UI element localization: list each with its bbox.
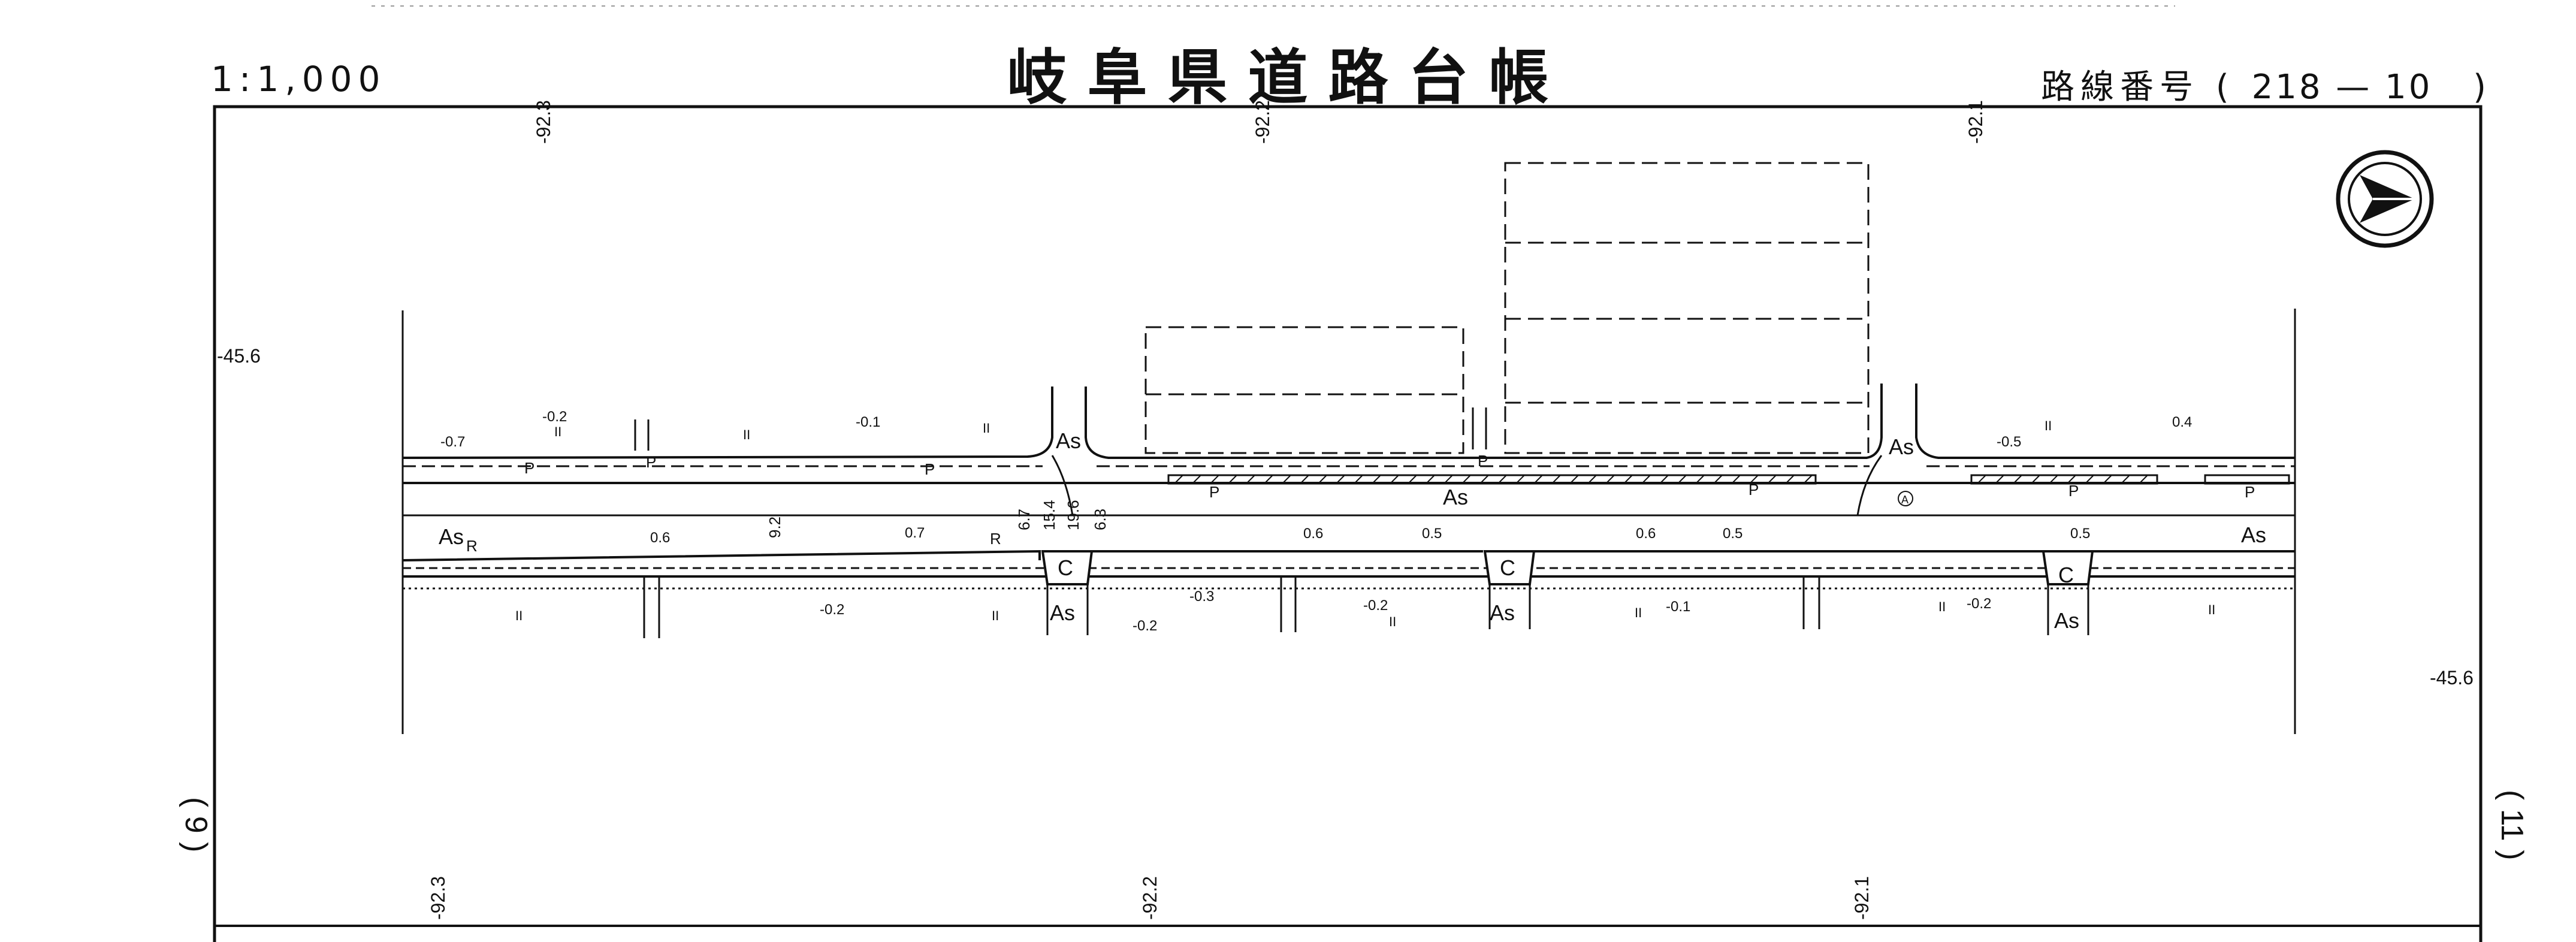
route-number-label: 路線番号 ( 218 — 10 ) — [2041, 60, 2492, 108]
width-dimension-2: 6.7 — [1015, 509, 1033, 530]
width-dimension-1: 9.2 — [766, 517, 784, 538]
tick-mark-1: II — [554, 424, 561, 439]
parking-label-4: P — [1478, 452, 1488, 470]
parking-hatch-east — [1977, 475, 2148, 484]
gutter-label-2: R — [990, 530, 1001, 548]
side-street-3 — [2047, 584, 2089, 635]
spot-height-lower-1: -0.2 — [820, 602, 844, 618]
spot-height-road-4: 0.5 — [1422, 526, 1442, 542]
concrete-label-1: C — [1058, 555, 1073, 580]
route-label-text: 路線番号 — [2041, 68, 2200, 107]
width-dimension-4: 19.6 — [1064, 500, 1082, 530]
building-outline-1 — [1144, 326, 1464, 454]
spot-height-lower-5: -0.1 — [1666, 599, 1690, 615]
spot-height-road-7: 0.5 — [2070, 526, 2090, 542]
map-scale: 1:1,000 — [211, 59, 386, 99]
elevation-top-mid: -92.2 — [1252, 100, 1273, 144]
elevation-bottom-right: -92.1 — [1851, 876, 1873, 920]
building-outline-2 — [1504, 162, 1870, 454]
spot-height-road-3: 0.6 — [1303, 526, 1323, 542]
parking-label-7: P — [2068, 482, 2079, 500]
asphalt-label-7: As — [1490, 600, 1515, 625]
gutter-label-1: R — [466, 537, 478, 555]
north-driveway-1 — [634, 419, 650, 451]
asphalt-label-1: As — [1056, 428, 1081, 453]
tick-mark-10: II — [2208, 602, 2215, 617]
parking-label-5: P — [1209, 483, 1219, 501]
spot-height-lower-3: -0.3 — [1189, 588, 1214, 605]
elevation-left-edge: -45.6 — [217, 345, 261, 367]
circled-a-marker: A — [1898, 491, 1913, 506]
elevation-top-right: -92.1 — [1965, 100, 1986, 144]
tick-mark-3: II — [983, 421, 990, 436]
driveway-2 — [1280, 576, 1297, 632]
north-edge-east — [1915, 384, 2295, 459]
spot-height-upper-1: -0.7 — [440, 434, 465, 450]
spot-height-upper-3: -0.1 — [856, 414, 880, 430]
asphalt-label-3: As — [1443, 485, 1468, 509]
concrete-label-3: C — [2058, 563, 2074, 587]
sheet-number-left: ( 9 ) — [179, 797, 213, 852]
parking-label-3: P — [925, 460, 935, 478]
elevation-bottom-mid: -92.2 — [1139, 876, 1161, 920]
elevation-right-edge: -45.6 — [2430, 667, 2474, 689]
spot-height-road-5: 0.6 — [1636, 526, 1656, 542]
spot-height-lower-4: -0.2 — [1363, 597, 1388, 614]
asphalt-label-4: As — [439, 524, 464, 549]
elevation-bottom-left: -92.3 — [427, 876, 449, 920]
spot-height-lower-6: -0.2 — [1967, 596, 1991, 612]
parking-strip-far-east — [2204, 474, 2290, 485]
tick-mark-8: II — [1635, 605, 1642, 620]
width-dimension-5: 6.3 — [1091, 509, 1109, 530]
tick-mark-2: II — [743, 427, 750, 442]
spot-height-road-2: 0.7 — [905, 525, 925, 541]
width-dimension-3: 15.4 — [1040, 500, 1058, 530]
side-street-2 — [1488, 584, 1531, 629]
tick-mark-9: II — [1938, 599, 1946, 614]
asphalt-label-2: As — [1889, 434, 1914, 459]
tick-mark-4: II — [2045, 418, 2052, 433]
spot-height-upper-4: -0.5 — [1997, 434, 2021, 450]
asphalt-label-8: As — [2054, 608, 2079, 633]
concrete-label-2: C — [1500, 555, 1515, 580]
parking-label-8: P — [2245, 483, 2255, 501]
south-curb-west — [402, 550, 1041, 561]
north-arrow-icon — [2336, 150, 2434, 248]
spot-height-upper-2: -0.2 — [542, 409, 567, 425]
parking-label-1: P — [524, 459, 534, 477]
north-edge-mid — [1085, 384, 1883, 459]
route-open-paren: ( — [2215, 68, 2235, 107]
route-close-paren: ) — [2473, 68, 2492, 107]
north-edge-west — [402, 387, 1053, 459]
asphalt-label-6: As — [1050, 600, 1075, 625]
spot-height-road-6: 0.5 — [1723, 526, 1743, 542]
north-access-curve-east — [1856, 455, 1883, 516]
north-driveway-2 — [1472, 407, 1487, 449]
circled-a-label: A — [1901, 494, 1908, 506]
map-title: 岐阜県道路台帳 — [1007, 43, 1569, 113]
route-number-value: 218 — 10 — [2251, 68, 2433, 107]
driveway-3 — [1802, 576, 1820, 629]
spot-height-lower-2: -0.2 — [1133, 618, 1157, 634]
parking-hatch-mid — [1174, 475, 1813, 484]
elevation-top-left: -92.3 — [533, 100, 554, 144]
map-frame — [213, 105, 2483, 942]
tick-mark-6: II — [992, 608, 999, 623]
side-street-1 — [1046, 584, 1089, 635]
parking-strip-mid — [1167, 474, 1817, 485]
tick-mark-5: II — [515, 608, 523, 623]
spot-height-road-1: 0.6 — [650, 530, 670, 546]
driveway-1 — [643, 576, 660, 638]
parking-strip-east — [1970, 474, 2158, 485]
tick-mark-7: II — [1389, 614, 1396, 629]
north-access-curve-west — [1051, 455, 1074, 516]
parking-label-2: P — [646, 453, 656, 471]
asphalt-label-5: As — [2241, 523, 2266, 547]
spot-height-upper-5: 0.4 — [2172, 414, 2192, 430]
parking-label-6: P — [1748, 481, 1759, 499]
sheet-number-right: ( 11 ) — [2495, 790, 2529, 861]
